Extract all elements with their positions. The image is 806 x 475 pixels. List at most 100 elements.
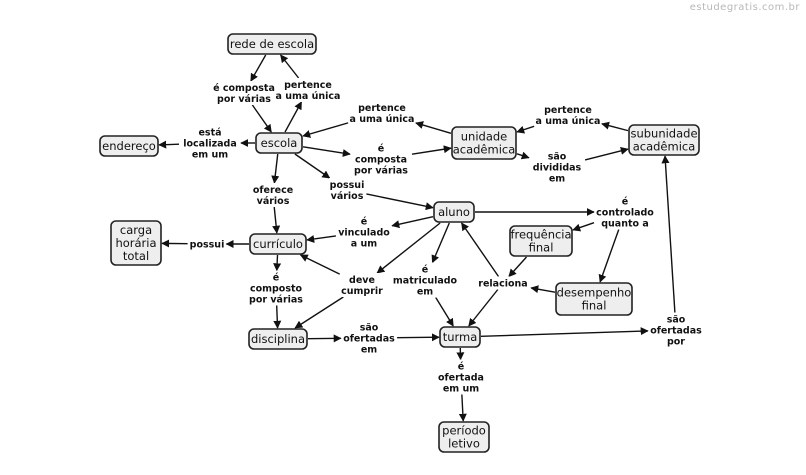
link-p12-freq	[572, 222, 595, 232]
concept-label: disciplina	[251, 332, 305, 346]
concept-label: carga	[120, 223, 152, 237]
phrase-label: está	[198, 128, 221, 139]
link-unidade-p9	[516, 151, 530, 160]
phrase-label: a uma única	[276, 91, 341, 102]
concept-aluno[interactable]: aluno	[433, 201, 475, 223]
link-p19-subunidade	[661, 155, 676, 313]
phrase-label: pertence	[358, 103, 406, 114]
link-p3-endereco	[158, 140, 180, 149]
link-p1-escola	[251, 104, 272, 133]
link-aluno-p14	[376, 222, 441, 274]
concept-box	[255, 132, 303, 154]
phrase-label: em	[417, 287, 433, 298]
phrase-label: por várias	[354, 166, 408, 177]
phrase-label: matriculado	[393, 276, 458, 287]
phrase-label: localizada	[183, 139, 237, 150]
phrase-label: a uma única	[350, 114, 415, 125]
concept-curriculo[interactable]: currículo	[249, 233, 307, 255]
phrase-label: é	[622, 197, 628, 208]
phrase-label: controlado	[596, 208, 654, 219]
phrase-label: a um	[351, 239, 377, 250]
link-p9-subunidade	[584, 146, 629, 161]
concept-box	[628, 124, 700, 156]
link-p18-periodo	[458, 394, 467, 422]
link-freq-p16	[508, 256, 528, 278]
link-p12-desempenho	[598, 229, 620, 283]
concept-rede[interactable]: rede de escola	[227, 33, 317, 55]
concept-label: período	[442, 424, 486, 438]
linking-phrase-p16: relaciona	[476, 276, 530, 290]
link-desempenho-p16	[530, 285, 556, 294]
phrase-label: em	[361, 345, 377, 356]
phrase-label: a uma única	[536, 116, 601, 127]
link-p16-aluno	[461, 222, 500, 277]
phrase-label: quanto a	[601, 219, 649, 230]
concept-label: subunidade	[630, 127, 697, 141]
concept-label: final	[529, 241, 554, 255]
phrase-label: são	[548, 152, 567, 163]
phrase-label: vinculado	[338, 228, 390, 239]
phrase-label: são	[667, 315, 686, 326]
concept-box	[248, 328, 308, 350]
concept-box	[439, 326, 481, 348]
concept-endereco[interactable]: endereço	[99, 135, 159, 157]
phrase-label: por várias	[217, 94, 271, 105]
phrase-label: vários	[331, 191, 364, 202]
phrase-label: composta	[355, 155, 407, 166]
linking-phrase-p11: possui	[189, 237, 225, 251]
link-escola-p6	[271, 153, 280, 184]
link-p10-curriculo	[306, 234, 336, 243]
concept-box	[555, 282, 633, 316]
link-p8-unidade	[516, 125, 535, 134]
concept-box	[451, 126, 517, 160]
phrase-label: pertence	[544, 105, 592, 116]
link-unidade-p4	[415, 121, 452, 134]
link-p2-rede	[280, 54, 300, 79]
phrase-label: ofertadas	[343, 334, 395, 345]
concept-disciplina[interactable]: disciplina	[248, 328, 308, 350]
phrase-label: cumprir	[341, 286, 383, 297]
phrase-label: em um	[443, 384, 479, 395]
phrase-label: é	[422, 265, 428, 276]
concept-box	[227, 33, 317, 55]
concept-label: endereço	[102, 139, 156, 153]
phrase-label: é	[378, 144, 384, 155]
link-p15-turma	[435, 297, 454, 327]
concept-label: desempenho	[557, 286, 632, 300]
concept-turma[interactable]: turma	[439, 326, 481, 348]
phrase-label: relaciona	[478, 279, 527, 290]
phrase-label: por várias	[249, 295, 303, 306]
concept-box	[433, 201, 475, 223]
link-aluno-p10	[391, 215, 434, 229]
phrase-label: deve	[349, 275, 375, 286]
phrase-label: oferece	[253, 185, 293, 196]
phrase-label: composto	[250, 284, 303, 295]
concept-box	[509, 225, 573, 257]
phrase-label: em um	[192, 150, 228, 161]
concept-escola[interactable]: escola	[255, 132, 303, 154]
phrase-label: são	[360, 323, 379, 334]
phrase-label: é	[361, 217, 367, 228]
concept-box	[99, 135, 159, 157]
phrase-label: ofertadas	[650, 326, 702, 337]
